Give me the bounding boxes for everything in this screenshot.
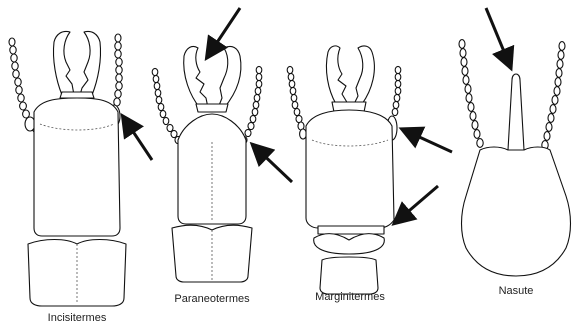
marginitermes-pronotum — [320, 257, 378, 294]
incisitermes-head-capsule — [34, 98, 120, 236]
arrow-marginitermes-postmentum — [396, 186, 438, 222]
paraneotermes-pronotum — [172, 225, 252, 282]
marginitermes-left-mandible — [326, 46, 348, 104]
incisitermes-right-mandible — [80, 31, 101, 95]
paraneotermes-left-mandible — [184, 46, 208, 108]
arrow-nasute-nasus — [486, 8, 510, 66]
nasute-left-antenna — [459, 40, 483, 148]
marginitermes-right-mandible — [354, 46, 374, 104]
paraneotermes-right-mandible — [218, 46, 241, 108]
paraneotermes-left-antenna — [152, 68, 181, 143]
arrow-marginitermes-antenna — [404, 130, 452, 152]
nasute-head-capsule — [462, 147, 571, 276]
nasute-specimen — [459, 40, 571, 276]
paraneotermes-right-antenna — [241, 66, 262, 143]
incisitermes-left-mandible — [53, 31, 74, 95]
marginitermes-left-antenna — [287, 66, 306, 139]
caption-paraneotermes: Paraneotermes — [174, 293, 249, 305]
arrow-paraneotermes-antenna — [254, 146, 292, 182]
caption-marginitermes: Marginitermes — [315, 291, 385, 303]
marginitermes-specimen — [287, 46, 401, 294]
marginitermes-postmentum — [314, 234, 385, 254]
arrow-incisitermes-antenna — [124, 118, 152, 160]
nasute-right-antenna — [542, 42, 565, 150]
incisitermes-left-antenna — [9, 38, 35, 132]
incisitermes-specimen — [9, 31, 126, 306]
paraneotermes-specimen — [152, 46, 262, 282]
marginitermes-head-capsule — [306, 110, 394, 228]
nasute-nasus — [508, 74, 524, 150]
caption-nasute: Nasute — [499, 285, 534, 297]
caption-incisitermes: Incisitermes — [48, 312, 107, 324]
